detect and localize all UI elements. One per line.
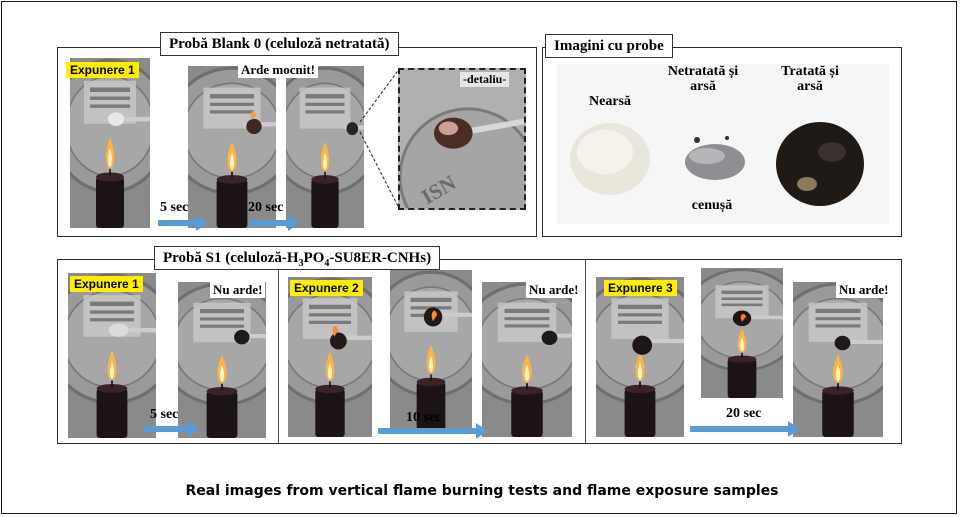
s1-title: Probă S1 (celuloză-H3PO4-SU8ER-CNHs) [154,246,441,270]
label-treated-burnt: Tratată și arsă [781,64,839,94]
s1-g2-note: Nu arde! [526,282,582,298]
blank0-photo-1 [70,58,150,228]
s1-g3-note: Nu arde! [836,282,892,298]
s1-g2-photo-1 [288,277,372,437]
samples-title: Imagini cu probe [545,34,673,58]
s1-g1-note: Nu arde! [210,282,266,298]
detail-inset: ISN -detaliu- [398,68,526,210]
s1-g3-photo-2 [701,268,783,398]
s1-divider-2 [585,260,586,443]
blank0-arrow-2 [250,215,300,231]
blank0-title: Probă Blank 0 (celuloză netratată) [160,32,399,56]
s1-divider-1 [278,260,279,443]
s1-g1-arrow [144,421,200,437]
blank0-panel: ISN -detaliu- Expunere 1 Arde mocnit! 5 … [57,47,537,237]
samples-photo [557,64,889,224]
detail-label: -detaliu- [460,72,510,87]
s1-g2-arrow-label: 10 sec [406,410,442,425]
blank0-photo-3 [286,66,364,228]
label-ash: cenușă [691,198,733,213]
blank0-arrow-1 [158,215,208,231]
s1-panel: Expunere 1 Nu arde! 5 sec Expunere 2 Nu … [57,259,902,444]
s1-g2-tag: Expunere 2 [290,280,363,296]
blank0-photo-2 [188,66,276,228]
blank0-note: Arde mocnit! [238,62,319,78]
s1-g1-tag: Expunere 1 [70,276,143,292]
s1-g1-photo-2 [178,282,266,438]
s1-g3-tag: Expunere 3 [604,280,677,296]
s1-g2-arrow [378,423,488,439]
s1-g2-photo-2 [390,270,472,430]
blank0-arrow2-label: 20 sec [248,200,284,215]
figure-caption: Real images from vertical flame burning … [185,483,779,499]
blank0-exposure-tag: Expunere 1 [66,62,139,78]
s1-g1-arrow-label: 5 sec [150,407,179,422]
label-unburnt: Nearsă [589,94,631,109]
blank0-arrow1-label: 5 sec [160,200,189,215]
label-untreated-burnt: Netratată și arsă [667,64,739,94]
s1-g2-photo-3 [482,282,572,437]
s1-g3-photo-1 [596,277,684,437]
s1-g3-photo-3 [793,282,883,437]
s1-g1-photo-1 [68,273,156,438]
s1-g3-arrow [690,421,800,437]
s1-g3-arrow-label: 20 sec [726,406,762,421]
